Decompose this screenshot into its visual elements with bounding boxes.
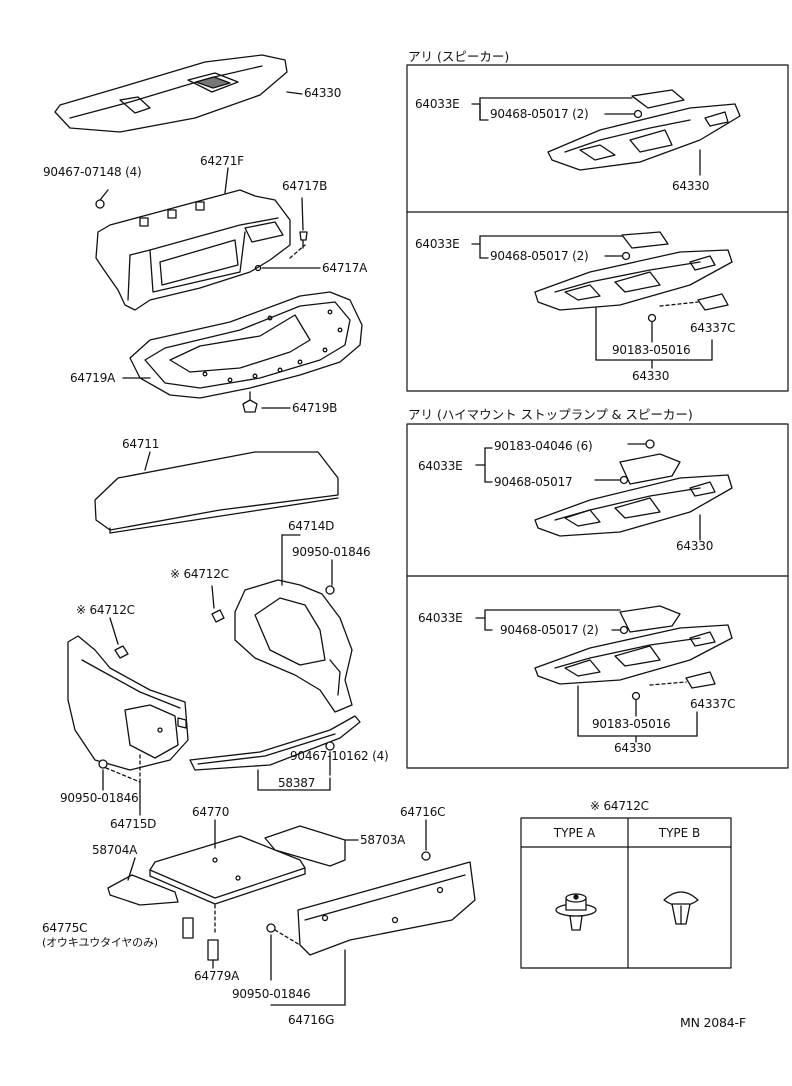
label-b2-64033E: 64033E: [415, 237, 460, 251]
label-b4-90183: 90183-05016: [592, 717, 671, 731]
label-64716C: 64716C: [400, 805, 446, 819]
label-64716G: 64716G: [288, 1013, 335, 1027]
option2-tray-shape: [534, 231, 733, 311]
label-64717B: 64717B: [282, 179, 328, 193]
label-64775C-note: (オウキユウタイヤのみ): [42, 936, 158, 949]
label-b4-64337C: 64337C: [690, 697, 736, 711]
option-header-speaker: アリ (スピーカー): [408, 49, 510, 64]
label-64775C: 64775C: [42, 921, 88, 935]
clip-type-b-label: TYPE B: [658, 826, 701, 840]
trunk-front-panel-shape: [95, 189, 291, 311]
label-b2-90183: 90183-05016: [612, 343, 691, 357]
label-b3-90183-04046: 90183-04046 (6): [494, 439, 593, 453]
label-64717A: 64717A: [322, 261, 368, 275]
label-64330-tray: 64330: [304, 86, 342, 100]
label-b1-90468: 90468-05017 (2): [490, 107, 589, 121]
label-b1-64330: 64330: [672, 179, 710, 193]
option1-tray-shape: [547, 89, 741, 171]
label-58387: 58387: [278, 776, 316, 790]
label-64719B: 64719B: [292, 401, 338, 415]
label-90950-01846-left: 90950-01846: [60, 791, 139, 805]
label-b3-90468: 90468-05017: [494, 475, 573, 489]
label-64711: 64711: [122, 437, 160, 451]
label-64714D: 64714D: [288, 519, 335, 533]
label-b2-64337C: 64337C: [690, 321, 736, 335]
label-64715D: 64715D: [110, 817, 157, 831]
trunk-floor-mat-shape: [94, 451, 339, 534]
label-b1-64033E: 64033E: [415, 97, 460, 111]
label-64712C-upper: ※ 64712C: [170, 567, 229, 581]
label-64271F: 64271F: [200, 154, 244, 168]
clip-type-a-label: TYPE A: [553, 826, 596, 840]
label-90467-07148: 90467-07148 (4): [43, 165, 142, 179]
label-b3-64330: 64330: [676, 539, 714, 553]
label-b2-90468: 90468-05017 (2): [490, 249, 589, 263]
option4-tray-shape: [534, 605, 733, 689]
label-64712C-lower: ※ 64712C: [76, 603, 135, 617]
label-b4-64330: 64330: [614, 741, 652, 755]
package-tray-trim-shape: [54, 54, 288, 133]
trunk-sill-plate-shape: [189, 715, 361, 771]
trunk-side-trim-left-shape: [67, 635, 189, 771]
label-b2-64330: 64330: [632, 369, 670, 383]
trunk-back-panel-shape: [297, 861, 476, 956]
label-90467-10162: 90467-10162 (4): [290, 749, 389, 763]
trunk-side-trim-right-shape: [234, 579, 353, 713]
label-90950-01846-bottom: 90950-01846: [232, 987, 311, 1001]
label-b4-90468: 90468-05017 (2): [500, 623, 599, 637]
floor-board-left-extension-shape: [107, 874, 179, 906]
floor-board-right-extension-shape: [264, 825, 346, 867]
clip-type-table-title: ※ 64712C: [590, 799, 649, 813]
trunk-lid-liner-shape: [129, 291, 363, 399]
option-header-stoplamp-speaker: アリ (ハイマウント ストップランプ & スピーカー): [408, 407, 693, 422]
trunk-floor-board-shape: [149, 835, 306, 905]
option3-tray-shape: [534, 453, 733, 537]
label-64779A: 64779A: [194, 969, 240, 983]
label-b3-64033E: 64033E: [418, 459, 463, 473]
label-64770: 64770: [192, 805, 230, 819]
clip-type-a-shape: [555, 893, 597, 931]
label-58704A: 58704A: [92, 843, 138, 857]
label-b4-64033E: 64033E: [418, 611, 463, 625]
label-64719A: 64719A: [70, 371, 116, 385]
clip-type-b-shape: [663, 891, 699, 925]
label-90950-01846-right: 90950-01846: [292, 545, 371, 559]
label-58703A: 58703A: [360, 833, 406, 847]
drawing-number: MN 2084-F: [680, 1015, 746, 1030]
